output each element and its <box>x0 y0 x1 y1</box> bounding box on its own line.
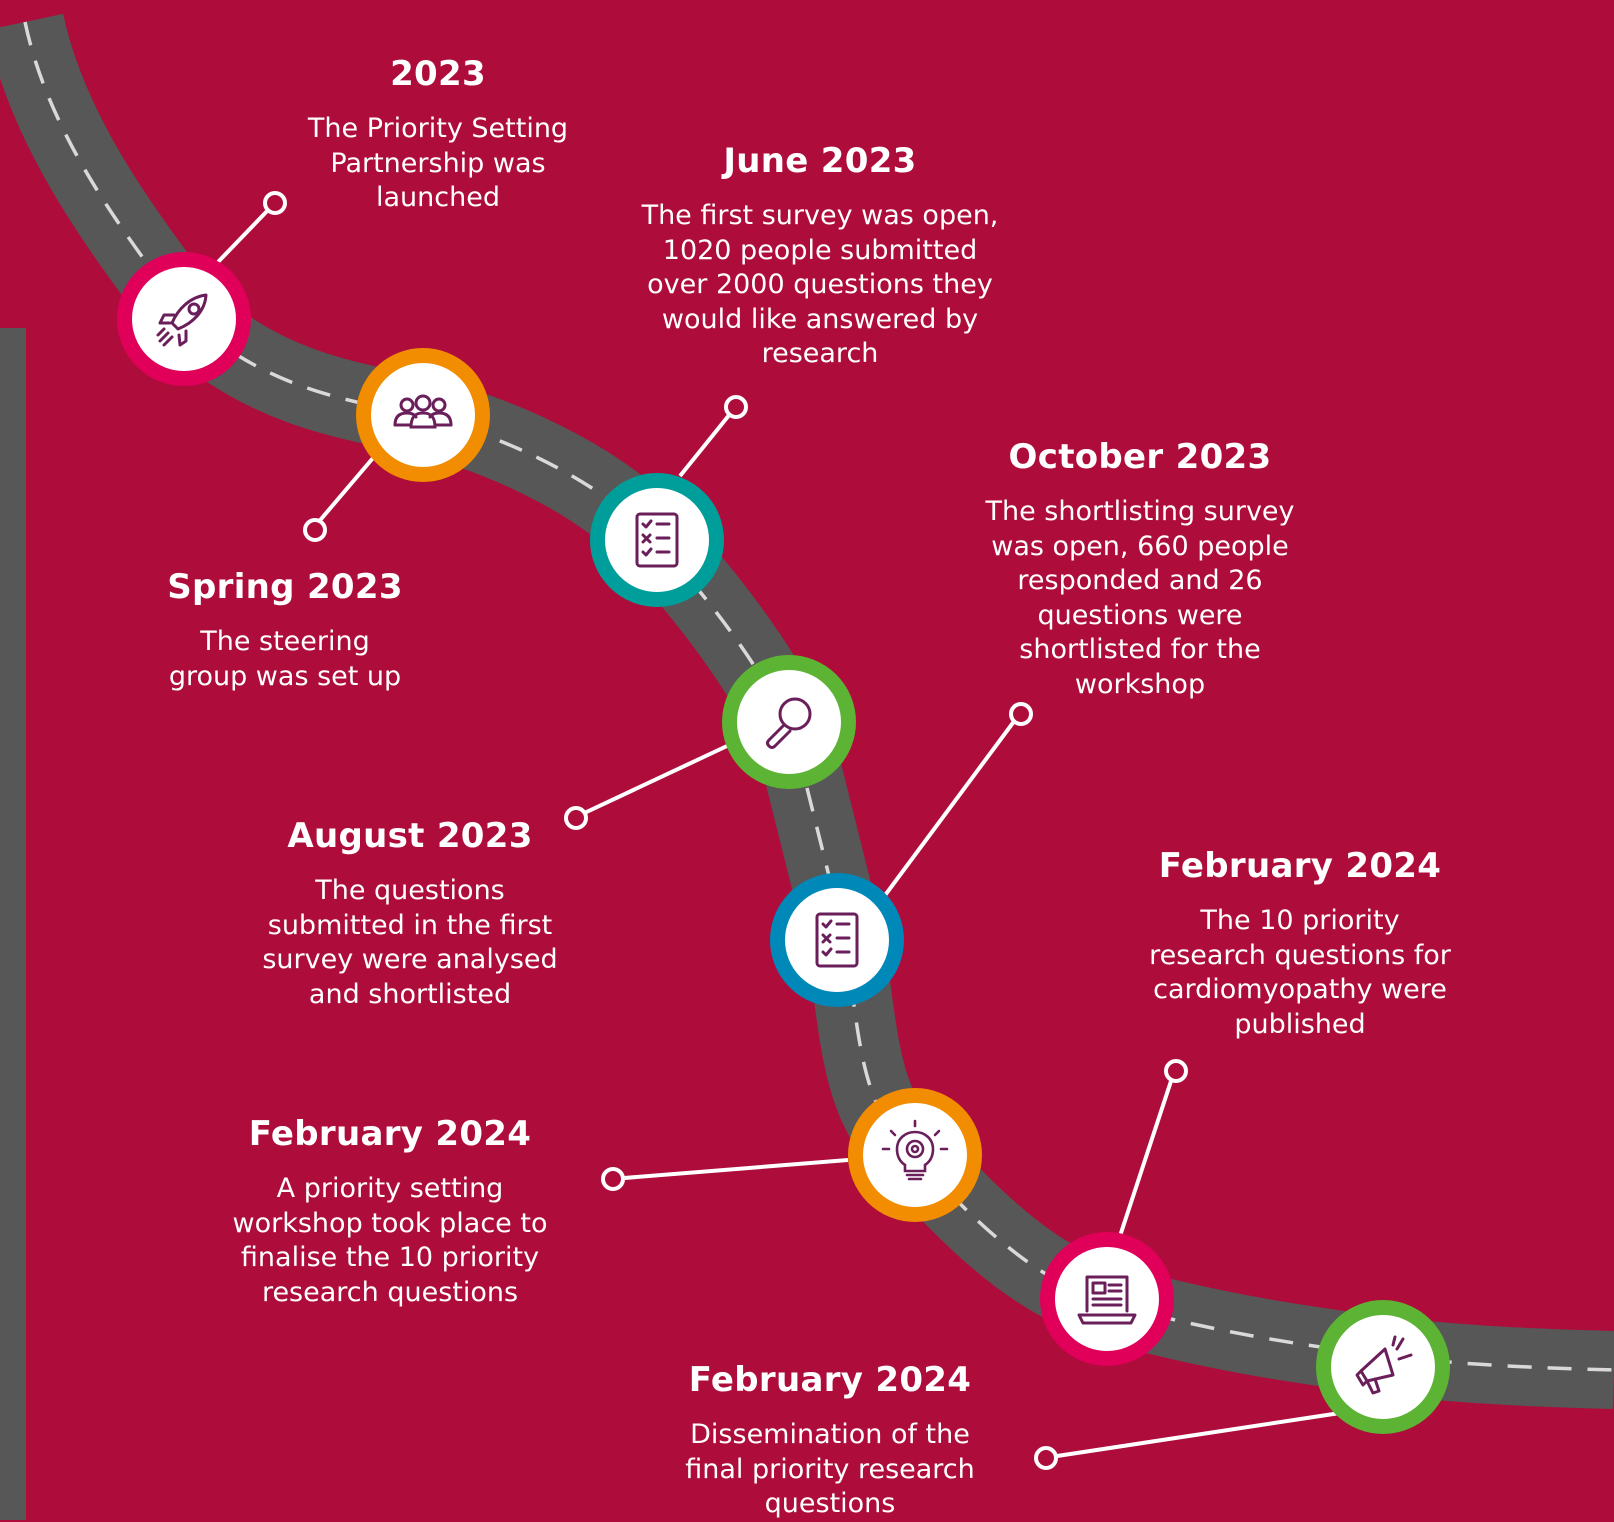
milestone-date: February 2024 <box>248 1114 532 1154</box>
milestone-workshop: February 2024 A priority setting worksho… <box>220 1114 560 1310</box>
milestone-date: October 2023 <box>1008 437 1272 477</box>
magnifier-icon <box>766 697 812 749</box>
checklist-icon <box>635 512 679 568</box>
laptop-document-icon <box>1077 1275 1137 1325</box>
milestone-date: February 2024 <box>688 1360 972 1400</box>
checklist-badge-june <box>590 473 724 607</box>
milestone-date: August 2023 <box>287 816 533 856</box>
milestone-dissemination: February 2024 Dissemination of the final… <box>665 1360 995 1522</box>
milestone-text: The 10 priority research questions for c… <box>1149 905 1451 1040</box>
milestone-date: Spring 2023 <box>167 567 403 607</box>
milestone-text: A priority setting workshop took place t… <box>232 1173 548 1308</box>
milestone-text: The steering group was set up <box>168 626 402 692</box>
milestone-text: The first survey was open, 1020 people s… <box>641 200 999 369</box>
milestone-date: June 2023 <box>723 141 917 181</box>
group-icon <box>393 394 453 429</box>
milestone-text: Dissemination of the final priority rese… <box>685 1419 975 1519</box>
connector-lines <box>216 205 1341 1460</box>
milestone-date: 2023 <box>390 54 486 94</box>
lightbulb-gear-badge <box>848 1088 982 1222</box>
magnifier-badge <box>722 655 856 789</box>
milestone-date: February 2024 <box>1158 846 1442 886</box>
rocket-badge <box>117 252 251 386</box>
laptop-document-badge <box>1040 1232 1174 1366</box>
rocket-icon <box>156 293 208 347</box>
milestone-first-survey: June 2023 The first survey was open, 102… <box>625 141 1015 372</box>
milestone-text: The Priority Setting Partnership was lau… <box>307 113 569 213</box>
milestone-shortlisting-survey: October 2023 The shortlisting survey was… <box>975 437 1305 702</box>
connector-dots <box>263 191 1188 1470</box>
megaphone-icon <box>1355 1335 1413 1395</box>
milestone-steering-group: Spring 2023 The steering group was set u… <box>140 567 430 694</box>
milestone-launch: 2023 The Priority Setting Partnership wa… <box>288 54 588 216</box>
group-badge <box>356 348 490 482</box>
megaphone-badge <box>1316 1300 1450 1434</box>
milestone-analysis: August 2023 The questions submitted in t… <box>250 816 570 1012</box>
checklist-icon <box>815 912 859 968</box>
lightbulb-gear-icon <box>881 1119 949 1181</box>
milestone-text: The shortlisting survey was open, 660 pe… <box>985 496 1295 700</box>
checklist-badge-october <box>770 873 904 1007</box>
milestone-published: February 2024 The 10 priority research q… <box>1140 846 1460 1042</box>
milestone-text: The questions submitted in the first sur… <box>262 875 558 1010</box>
side-strip <box>0 328 26 1520</box>
